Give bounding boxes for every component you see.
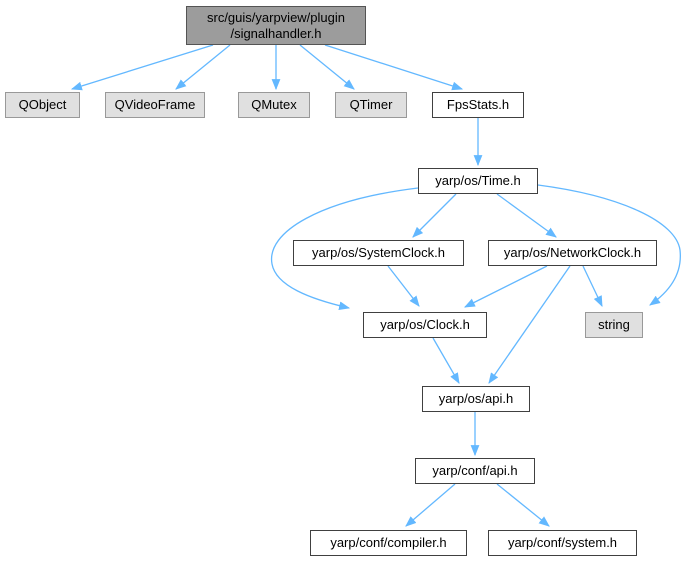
edge-time-to-networkclock [496, 193, 557, 238]
node-label: string [598, 317, 630, 332]
node-yarp-conf-compiler-h[interactable]: yarp/conf/compiler.h [310, 530, 467, 556]
edge-conf-api-to-compiler [405, 483, 456, 527]
edge-time-to-clock [270, 187, 419, 311]
node-label: FpsStats.h [446, 97, 510, 112]
edge-signalhandler-to-qvideoframe [175, 44, 231, 90]
edge-clock-to-os-api [432, 337, 460, 384]
node-yarp-os-systemclock-h[interactable]: yarp/os/SystemClock.h [293, 240, 464, 266]
edge-networkclock-to-clock [464, 265, 548, 308]
node-yarp-os-api-h[interactable]: yarp/os/api.h [422, 386, 530, 412]
edge-signalhandler-to-qobject [70, 44, 214, 91]
node-label: QVideoFrame [114, 97, 196, 112]
edge-time-to-string [537, 184, 681, 306]
edge-conf-api-to-system [496, 483, 550, 527]
node-label-line2: /signalhandler.h [230, 25, 322, 41]
node-string: string [585, 312, 643, 338]
edge-signalhandler-to-fpsstats [324, 44, 464, 91]
node-label: yarp/os/NetworkClock.h [503, 245, 642, 260]
node-yarp-os-time-h[interactable]: yarp/os/Time.h [418, 168, 538, 194]
node-qmutex: QMutex [238, 92, 310, 118]
node-label: QObject [18, 97, 67, 112]
edge-signalhandler-to-qtimer [299, 44, 355, 90]
node-label: yarp/os/SystemClock.h [312, 245, 445, 260]
node-yarp-conf-api-h[interactable]: yarp/conf/api.h [415, 458, 535, 484]
edge-networkclock-to-os-api [488, 265, 571, 384]
node-label: yarp/os/Clock.h [380, 317, 470, 332]
node-fpsstats-h[interactable]: FpsStats.h [432, 92, 524, 118]
node-yarp-os-networkclock-h[interactable]: yarp/os/NetworkClock.h [488, 240, 657, 266]
node-label: yarp/os/api.h [438, 391, 514, 406]
node-label: yarp/conf/system.h [507, 535, 618, 550]
edge-time-to-systemclock [412, 193, 457, 238]
node-label: QTimer [349, 97, 393, 112]
node-qvideoframe: QVideoFrame [105, 92, 205, 118]
node-label-line1: src/guis/yarpview/plugin [206, 9, 345, 25]
edge-systemclock-to-clock [387, 265, 420, 307]
edge-networkclock-to-string [582, 265, 603, 307]
node-yarp-os-clock-h[interactable]: yarp/os/Clock.h [363, 312, 487, 338]
node-qobject: QObject [5, 92, 80, 118]
node-label: yarp/conf/api.h [432, 463, 518, 478]
node-label: yarp/os/Time.h [435, 173, 521, 188]
node-yarp-conf-system-h[interactable]: yarp/conf/system.h [488, 530, 637, 556]
node-qtimer: QTimer [335, 92, 407, 118]
node-label: yarp/conf/compiler.h [330, 535, 447, 550]
node-label: QMutex [251, 97, 297, 112]
node-src-guis-yarpview-plugin-signalhandler-h: src/guis/yarpview/plugin /signalhandler.… [186, 6, 366, 45]
